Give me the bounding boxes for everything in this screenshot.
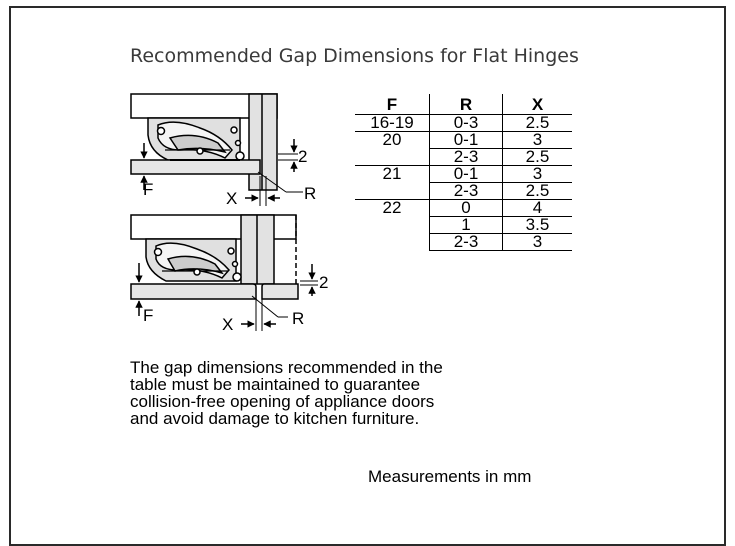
cell-f bbox=[355, 182, 430, 200]
header-f: F bbox=[355, 94, 430, 115]
cell-x: 3.5 bbox=[502, 216, 572, 234]
measurement-units: Measurements in mm bbox=[368, 467, 532, 486]
gap-dimensions-table: F R X 16-19 0-3 2.5 20 0-1 3 2-3 2.5 21 … bbox=[355, 94, 572, 251]
table-row: 1 3.5 bbox=[355, 216, 572, 234]
cell-r: 0 bbox=[429, 199, 503, 217]
table-row: 2-3 2.5 bbox=[355, 182, 572, 200]
cell-r: 2-3 bbox=[429, 182, 503, 200]
top-offset-label: X bbox=[226, 189, 237, 208]
cell-x: 4 bbox=[502, 199, 572, 217]
cell-f: 22 bbox=[382, 198, 402, 217]
header-r: R bbox=[429, 94, 503, 115]
hinge-diagram-bottom bbox=[130, 214, 318, 331]
page-title: Recommended Gap Dimensions for Flat Hing… bbox=[130, 45, 579, 67]
top-thickness-label: F bbox=[143, 180, 153, 199]
cell-r: 2-3 bbox=[429, 233, 503, 251]
cell-f bbox=[355, 217, 430, 234]
table-row: 16-19 0-3 2.5 bbox=[355, 114, 572, 132]
cell-r: 1 bbox=[429, 216, 503, 234]
table-row: 2-3 2.5 bbox=[355, 148, 572, 166]
bottom-thickness-label: F bbox=[143, 306, 153, 325]
cell-f bbox=[355, 148, 430, 166]
cell-f bbox=[355, 234, 430, 251]
bottom-radius-label: R bbox=[292, 309, 304, 328]
bottom-gap-label: 2 bbox=[319, 273, 328, 292]
hinge-diagram-top bbox=[130, 93, 303, 206]
cell-x: 2.5 bbox=[502, 114, 572, 132]
bottom-diagram-labels: 2 F X R bbox=[143, 273, 328, 334]
top-radius-label: R bbox=[304, 184, 316, 203]
top-diagram-labels: 2 F X R bbox=[143, 147, 316, 208]
cell-x: 3 bbox=[502, 233, 572, 251]
cell-f: 16-19 bbox=[355, 114, 430, 132]
bottom-offset-label: X bbox=[222, 315, 233, 334]
table-row: 22 0 4 bbox=[355, 198, 572, 217]
cell-r: 0-3 bbox=[429, 114, 503, 132]
cell-x: 3 bbox=[502, 131, 572, 149]
table-row: 21 0-1 3 bbox=[355, 164, 572, 183]
cell-x: 2.5 bbox=[502, 182, 572, 200]
cell-f: 21 bbox=[382, 164, 402, 183]
hinge-diagrams: 2 F X R bbox=[130, 93, 328, 334]
cell-f: 20 bbox=[382, 130, 402, 149]
gap-note: The gap dimensions recommended in the ta… bbox=[130, 358, 443, 428]
table-row: 2-3 3 bbox=[355, 233, 572, 251]
cell-x: 2.5 bbox=[502, 148, 572, 166]
cell-x: 3 bbox=[502, 165, 572, 183]
cell-r: 0-1 bbox=[429, 165, 503, 183]
top-gap-label: 2 bbox=[298, 147, 307, 166]
cell-r: 0-1 bbox=[429, 131, 503, 149]
table-row: 20 0-1 3 bbox=[355, 130, 572, 149]
header-x: X bbox=[502, 94, 572, 115]
table-header-row: F R X bbox=[355, 94, 572, 115]
cell-r: 2-3 bbox=[429, 148, 503, 166]
